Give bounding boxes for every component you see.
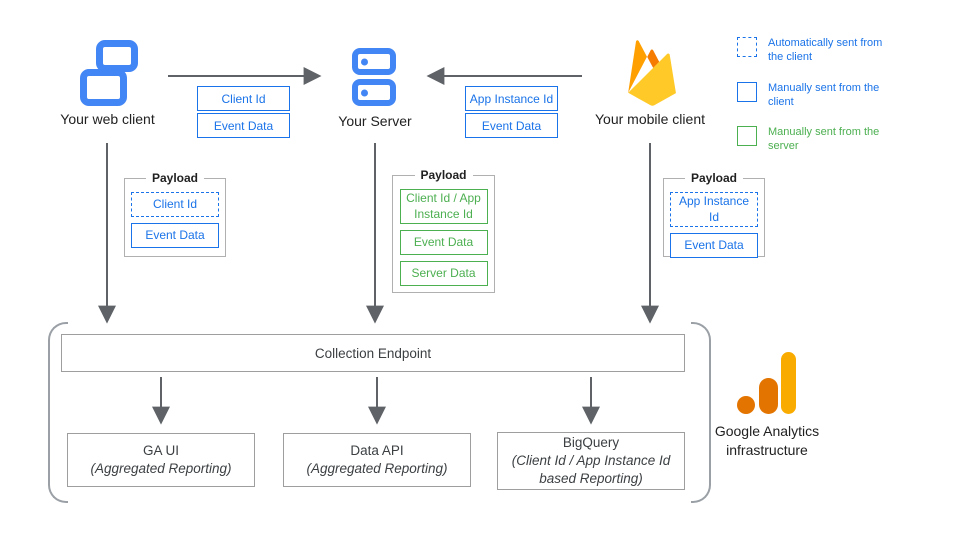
legend-item-manual-client: Manually sent from the client bbox=[737, 81, 886, 110]
flow-tag-client-id: Client Id bbox=[197, 86, 290, 111]
flow-tag-event-data: Event Data bbox=[197, 113, 290, 138]
legend-item-manual-server: Manually sent from the server bbox=[737, 125, 886, 154]
payload-server: Payload Client Id / App Instance Id Even… bbox=[392, 168, 495, 293]
payload-title: Payload bbox=[145, 171, 205, 185]
output-box-bigquery: BigQuery (Client Id / App Instance Id ba… bbox=[497, 432, 685, 490]
payload-item: App Instance Id bbox=[670, 192, 758, 228]
legend-label: Automatically sent from the client bbox=[768, 37, 883, 64]
payload-item: Event Data bbox=[131, 223, 219, 248]
server-label: Your Server bbox=[338, 113, 412, 129]
legend-item-auto-client: Automatically sent from the client bbox=[737, 36, 886, 65]
output-title: BigQuery bbox=[562, 434, 620, 450]
payload-item: Server Data bbox=[399, 261, 488, 287]
server-unit bbox=[352, 79, 396, 106]
browser-window-front bbox=[80, 69, 127, 106]
browser-window-back bbox=[96, 40, 138, 72]
payload-item: Event Data bbox=[670, 233, 758, 259]
server-led-dot bbox=[361, 89, 368, 96]
google-analytics-logo-icon bbox=[737, 352, 796, 414]
collection-endpoint-label: Collection Endpoint bbox=[314, 345, 432, 361]
output-box-ga-ui: GA UI (Aggregated Reporting) bbox=[67, 433, 255, 487]
flow-tag-event-data: Event Data bbox=[465, 113, 558, 138]
flow-tag-app-instance-id: App Instance Id bbox=[465, 86, 558, 111]
output-title: GA UI bbox=[142, 442, 179, 458]
legend-label: Manually sent from the client bbox=[768, 81, 880, 108]
payload-item: Client Id bbox=[131, 192, 219, 217]
solid-green-swatch-icon bbox=[737, 126, 757, 147]
web-client-icon bbox=[80, 40, 138, 106]
output-title: Data API bbox=[350, 442, 404, 458]
collection-endpoint-box: Collection Endpoint bbox=[61, 334, 685, 372]
output-subtitle: (Aggregated Reporting) bbox=[306, 461, 448, 476]
output-subtitle: (Client Id / App Instance Id based Repor… bbox=[511, 452, 671, 487]
infrastructure-bracket-right bbox=[691, 322, 711, 503]
web-client-label: Your web client bbox=[60, 111, 155, 127]
dashed-blue-swatch-icon bbox=[737, 37, 757, 57]
payload-item: Event Data bbox=[399, 230, 488, 256]
payload-title: Payload bbox=[414, 168, 473, 182]
payload-title: Payload bbox=[684, 171, 744, 185]
payload-mobile: Payload App Instance Id Event Data bbox=[663, 171, 765, 259]
legend-label: Manually sent from the server bbox=[768, 126, 880, 153]
server-icon bbox=[352, 48, 396, 106]
payload-item: Client Id / App Instance Id bbox=[399, 189, 488, 225]
output-box-data-api: Data API (Aggregated Reporting) bbox=[283, 433, 471, 487]
firebase-flame-icon bbox=[628, 40, 676, 106]
solid-blue-swatch-icon bbox=[737, 81, 757, 102]
infrastructure-caption: Google Analytics infrastructure bbox=[714, 423, 820, 458]
payload-web: Payload Client Id Event Data bbox=[124, 171, 226, 257]
output-subtitle: (Aggregated Reporting) bbox=[90, 461, 232, 476]
server-led-dot bbox=[361, 58, 368, 65]
server-unit bbox=[352, 48, 396, 75]
legend: Automatically sent from the client Manua… bbox=[737, 36, 886, 154]
mobile-client-label: Your mobile client bbox=[595, 111, 705, 127]
